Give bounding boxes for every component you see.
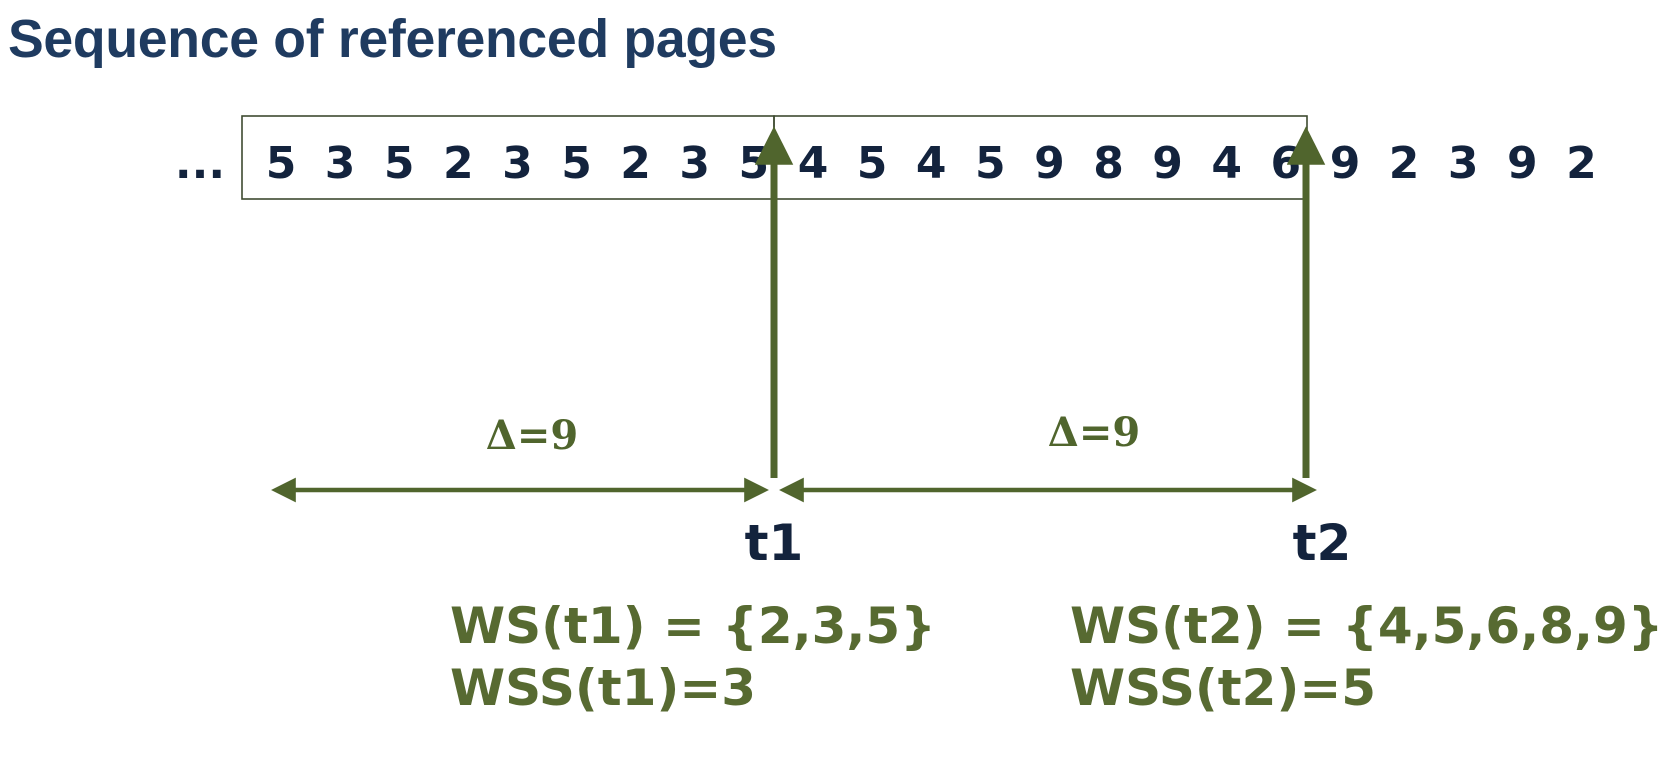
sequence-page-ref: 5 — [738, 138, 769, 189]
delta-label-t2: Δ=9 — [1048, 409, 1140, 456]
working-set-t2: WS(t2) = {4,5,6,8,9} — [1070, 597, 1663, 655]
sequence-page-ref: 9 — [1152, 138, 1183, 189]
working-set-size-t2: WSS(t2)=5 — [1070, 659, 1376, 717]
sequence-page-ref: 9 — [1330, 138, 1361, 189]
sequence-page-ref: 2 — [1566, 138, 1597, 189]
time-label-t2: t2 — [1293, 514, 1352, 572]
sequence-page-ref: 2 — [443, 138, 474, 189]
sequence-page-ref: 3 — [502, 138, 533, 189]
sequence-page-ref: 5 — [561, 138, 592, 189]
sequence-page-ref: 5 — [266, 138, 297, 189]
page-title: Sequence of referenced pages — [8, 9, 777, 69]
sequence-page-ref: 9 — [1034, 138, 1065, 189]
time-label-t1: t1 — [745, 514, 804, 572]
sequence-page-ref: 5 — [384, 138, 415, 189]
sequence-page-ref: 4 — [916, 138, 947, 189]
sequence-page-ref: 8 — [1093, 138, 1124, 189]
sequence-page-ref: 3 — [679, 138, 710, 189]
sequence-page-ref: 4 — [798, 138, 829, 189]
working-set-t1: WS(t1) = {2,3,5} — [450, 597, 936, 655]
sequence-page-ref: 5 — [857, 138, 888, 189]
sequence-page-ref: 9 — [1507, 138, 1538, 189]
sequence-page-ref: 3 — [325, 138, 356, 189]
sequence-page-ref: 3 — [1448, 138, 1479, 189]
working-set-size-t1: WSS(t1)=3 — [450, 659, 756, 717]
sequence-ellipsis: ... — [175, 138, 225, 189]
sequence-page-ref: 4 — [1211, 138, 1242, 189]
sequence-page-ref: 5 — [975, 138, 1006, 189]
sequence-page-ref: 2 — [1389, 138, 1420, 189]
delta-label-t1: Δ=9 — [486, 412, 578, 459]
sequence-page-ref: 2 — [620, 138, 651, 189]
sequence-page-ref: 6 — [1270, 138, 1301, 189]
